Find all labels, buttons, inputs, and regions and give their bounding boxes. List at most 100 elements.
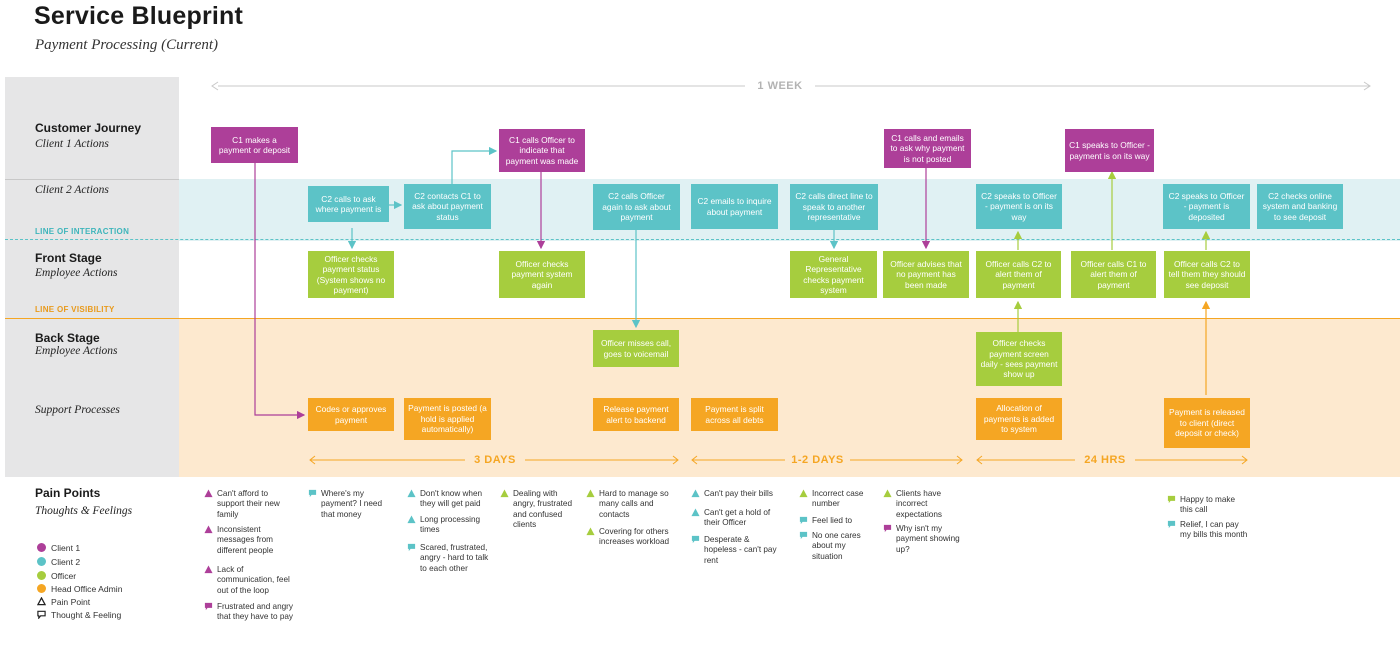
thought-icon xyxy=(308,489,317,498)
payment-posted: Payment is posted (a hold is applied aut… xyxy=(404,398,491,440)
thought-icon xyxy=(799,516,808,525)
duration-24-hrs-line xyxy=(976,455,1248,465)
pain-point-text: Don't know when they will get paid xyxy=(420,489,483,509)
c1-calls-officer: C1 calls Officer to indicate that paymen… xyxy=(499,129,585,172)
one-week-timeline xyxy=(211,81,1371,91)
duration-3-days-line xyxy=(309,455,679,465)
thought-text: Feel lied to xyxy=(812,516,853,525)
officer-dot-icon xyxy=(37,571,46,580)
officer-checks-daily: Officer checks payment screen daily - se… xyxy=(976,332,1062,386)
pain-point-icon xyxy=(204,565,213,574)
thought-item: No one cares about my situation xyxy=(799,531,870,562)
officer-calls-c1-alert: Officer calls C1 to alert them of paymen… xyxy=(1071,251,1156,298)
officer-calls-c2-deposit: Officer calls C2 to tell them they shoul… xyxy=(1164,251,1250,298)
pain-point: Clients have incorrect expectations xyxy=(883,489,970,520)
client2-top-line xyxy=(5,179,179,180)
pain-point-icon xyxy=(37,597,46,606)
pain-points-subtitle: Thoughts & Feelings xyxy=(35,505,133,517)
thought-text: Happy to make this call xyxy=(1180,495,1236,515)
pain-point: Can't afford to support their new family xyxy=(204,489,295,520)
c2-calls-direct-line: C2 calls direct line to speak to another… xyxy=(790,184,878,230)
general-rep-checks: General Representative checks payment sy… xyxy=(790,251,877,298)
officer-checks-status: Officer checks payment status (System sh… xyxy=(308,251,394,298)
c2-checks-online: C2 checks online system and banking to s… xyxy=(1257,184,1343,229)
thought-icon xyxy=(37,610,46,619)
legend-label: Pain Point xyxy=(51,597,91,607)
thought-text: Why isn't my payment showing up? xyxy=(896,524,960,554)
pain-point: Don't know when they will get paid xyxy=(407,489,492,510)
c1-speaks-to-officer: C1 speaks to Officer - payment is on its… xyxy=(1065,129,1154,172)
officer-misses-call: Officer misses call, goes to voicemail xyxy=(593,330,679,367)
pain-point-icon xyxy=(799,489,808,498)
duration-1-2-days: 1-2 DAYS xyxy=(791,454,844,466)
thought-icon xyxy=(1167,520,1176,529)
line-of-visibility-label: LINE OF VISIBILITY xyxy=(35,305,115,314)
pain-point-icon xyxy=(500,489,509,498)
thought-item: Desperate & hopeless - can't pay rent xyxy=(691,535,784,566)
pain-point-text: Covering for others increases workload xyxy=(599,527,670,547)
codes-or-approves: Codes or approves payment xyxy=(308,398,394,431)
thought-text: Desperate & hopeless - can't pay rent xyxy=(704,535,777,565)
pain-point-text: Lack of communication, feel out of the l… xyxy=(217,565,290,595)
officer-calls-c2-alert: Officer calls C2 to alert them of paymen… xyxy=(976,251,1061,298)
back-stage-heading: Back Stage xyxy=(35,331,100,345)
c2-calls-to-ask: C2 calls to ask where payment is xyxy=(308,186,389,222)
connector-c1-to-codes xyxy=(254,163,306,420)
client1-actions-label: Client 1 Actions xyxy=(35,138,109,150)
officer-advises: Officer advises that no payment has been… xyxy=(883,251,969,298)
front-stage-heading: Front Stage xyxy=(35,251,102,265)
thought-text: No one cares about my situation xyxy=(812,531,861,561)
sidebar-band xyxy=(5,77,179,477)
pain-point-icon xyxy=(691,489,700,498)
c2-emails: C2 emails to inquire about payment xyxy=(691,184,778,229)
pain-point: Can't get a hold of their Officer xyxy=(691,508,782,529)
legend-label: Head Office Admin xyxy=(51,584,123,594)
pain-points-heading: Pain Points xyxy=(35,486,101,500)
legend-label: Officer xyxy=(51,571,77,581)
legend-label: Client 1 xyxy=(51,543,81,553)
pain-point-text: Can't get a hold of their Officer xyxy=(704,508,771,528)
thought-item: Why isn't my payment showing up? xyxy=(883,524,968,555)
thought-text: Scared, frustrated, angry - hard to talk… xyxy=(420,543,489,573)
pain-point-icon xyxy=(407,515,416,524)
pain-point-icon xyxy=(204,489,213,498)
pain-point-text: Can't pay their bills xyxy=(704,489,773,498)
pain-point-text: Hard to manage so many calls and contact… xyxy=(599,489,669,519)
front-stage-subtitle: Employee Actions xyxy=(35,267,118,279)
c2-contacts-c1: C2 contacts C1 to ask about payment stat… xyxy=(404,184,491,229)
pain-point-text: Clients have incorrect expectations xyxy=(896,489,942,519)
thought-item: Feel lied to xyxy=(799,516,874,526)
thought-item: Relief, I can pay my bills this month xyxy=(1167,520,1250,541)
pain-point-icon xyxy=(586,489,595,498)
timeline-label: 1 WEEK xyxy=(757,80,803,92)
line-of-interaction-label: LINE OF INTERACTION xyxy=(35,227,130,236)
legend-label: Thought & Feeling xyxy=(51,610,122,620)
pain-point-text: Dealing with angry, frustrated and confu… xyxy=(513,489,573,529)
c2-calls-officer-again: C2 calls Officer again to ask about paym… xyxy=(593,184,680,230)
thought-item: Happy to make this call xyxy=(1167,495,1244,516)
pain-point: Lack of communication, feel out of the l… xyxy=(204,565,295,596)
thought-item: Where's my payment? I need that money xyxy=(308,489,391,520)
duration-24-hrs: 24 HRS xyxy=(1084,454,1126,466)
duration-3-days: 3 DAYS xyxy=(474,454,516,466)
thought-text: Relief, I can pay my bills this month xyxy=(1180,520,1248,540)
payment-released: Payment is released to client (direct de… xyxy=(1164,398,1250,448)
officer-checks-again: Officer checks payment system again xyxy=(499,251,585,298)
customer-journey-heading: Customer Journey xyxy=(35,121,142,135)
legend-label: Client 2 xyxy=(51,557,81,567)
pain-point-text: Inconsistent messages from different peo… xyxy=(217,525,274,555)
pain-point: Dealing with angry, frustrated and confu… xyxy=(500,489,581,530)
page-subtitle: Payment Processing (Current) xyxy=(35,37,219,53)
c2-speaks-on-its-way: C2 speaks to Officer - payment is on its… xyxy=(976,184,1062,229)
thought-icon xyxy=(407,543,416,552)
page-title: Service Blueprint xyxy=(34,2,244,30)
c1-calls-and-emails: C1 calls and emails to ask why payment i… xyxy=(884,129,971,168)
client2-dot-icon xyxy=(37,557,46,566)
thought-icon xyxy=(691,535,700,544)
pain-point-icon xyxy=(691,508,700,517)
pain-point: Covering for others increases workload xyxy=(586,527,677,548)
pain-point: Can't pay their bills xyxy=(691,489,784,499)
pain-point-text: Long processing times xyxy=(420,515,481,535)
allocation-added: Allocation of payments is added to syste… xyxy=(976,398,1062,440)
